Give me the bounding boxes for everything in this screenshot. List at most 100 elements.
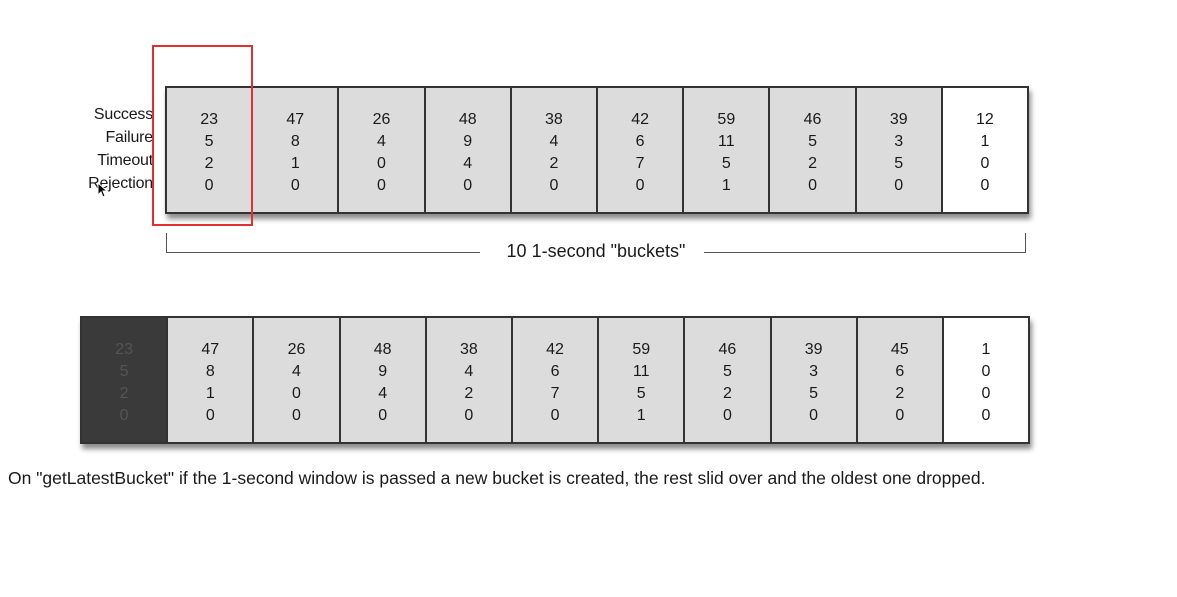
bucket-value: 23: [115, 341, 133, 358]
bucket-value: 2: [895, 385, 905, 402]
bucket-value: 39: [889, 111, 908, 128]
bucket-value: 4: [463, 155, 473, 172]
rolled-bucket: 26 4 0 0: [254, 318, 341, 442]
mouse-cursor-icon: [97, 182, 109, 198]
bucket-value: 0: [377, 177, 386, 194]
bucket-value: 0: [980, 177, 990, 194]
bucket-value: 8: [205, 363, 215, 380]
bucket-value: 0: [205, 407, 215, 424]
bucket-value: 45: [890, 341, 909, 358]
bucket-value: 2: [549, 155, 559, 172]
bucket-value: 2: [119, 385, 129, 402]
bucket-value: 0: [292, 385, 301, 402]
bucket-value: 5: [204, 133, 214, 150]
bracket-tick-left: [166, 233, 167, 253]
bucket-value: 42: [546, 341, 564, 358]
bracket-label: 10 1-second "buckets": [506, 241, 686, 261]
bucket-value: 4: [377, 133, 386, 150]
bucket-value: 47: [286, 111, 305, 128]
bucket-value: 1: [205, 385, 215, 402]
bucket-value: 1: [721, 177, 731, 194]
bucket-value: 0: [464, 407, 474, 424]
bucket-value: 7: [635, 155, 645, 172]
rolled-bucket: 45 6 2 0: [857, 318, 944, 442]
bucket-value: 0: [895, 407, 905, 424]
current-bucket: 48 9 4 0: [425, 88, 512, 212]
bucket-value: 1: [980, 133, 990, 150]
bracket-line-right: [704, 252, 1026, 253]
bucket-value: 0: [377, 155, 386, 172]
bucket-value: 1: [981, 341, 991, 358]
bucket-value: 0: [808, 177, 817, 194]
bucket-value: 48: [458, 111, 477, 128]
bucket-value: 5: [721, 155, 731, 172]
row-label-failure: Failure: [105, 129, 153, 146]
bucket-value: 9: [378, 363, 388, 380]
bucket-value: 0: [549, 177, 559, 194]
row-label-rejection: Rejection: [88, 175, 153, 192]
bucket-value: 4: [549, 133, 559, 150]
bucket-value: 0: [119, 407, 129, 424]
bucket-value: 4: [464, 363, 474, 380]
bucket-value: 12: [976, 111, 994, 128]
bucket-value: 6: [895, 363, 905, 380]
bucket-value: 9: [463, 133, 473, 150]
bucket-value: 59: [717, 111, 736, 128]
bucket-value: 5: [809, 385, 819, 402]
bucket-value: 1: [636, 407, 646, 424]
bucket-value: 0: [204, 177, 214, 194]
bucket-value: 7: [550, 385, 560, 402]
bucket-value: 0: [894, 177, 904, 194]
bucket-value: 0: [980, 155, 990, 172]
bucket-value: 4: [378, 385, 388, 402]
bucket-value: 26: [372, 111, 391, 128]
bucket-value: 0: [981, 385, 991, 402]
bucket-value: 26: [287, 341, 306, 358]
caption: On "getLatestBucket" if the 1-second win…: [8, 468, 986, 488]
bucket-value: 0: [550, 407, 560, 424]
bucket-value: 2: [204, 155, 214, 172]
bucket-value: 0: [292, 407, 301, 424]
current-bucket: 12 1 0 0: [942, 88, 1028, 212]
bucket-value: 3: [809, 363, 819, 380]
bucket-value: 39: [804, 341, 823, 358]
bucket-value: 5: [636, 385, 646, 402]
bucket-value: 5: [808, 133, 817, 150]
bucket-value: 38: [545, 111, 563, 128]
bucket-value: 0: [378, 407, 388, 424]
row-label-timeout: Timeout: [97, 152, 153, 169]
bucket-value: 11: [632, 363, 650, 380]
bucket-value: 48: [373, 341, 392, 358]
bucket-value: 23: [200, 111, 218, 128]
bucket-value: 46: [718, 341, 737, 358]
current-bucket: 59 11 5 1: [684, 88, 771, 212]
bucket-value: 11: [718, 133, 735, 150]
bucket-value: 6: [635, 133, 645, 150]
bucket-value: 42: [631, 111, 650, 128]
rolled-bucket: 48 9 4 0: [340, 318, 427, 442]
bucket-value: 2: [808, 155, 817, 172]
bucket-value: 0: [722, 407, 732, 424]
current-bucket: 42 6 7 0: [598, 88, 685, 212]
bucket-value: 0: [635, 177, 645, 194]
bracket-line-left: [166, 252, 480, 253]
bucket-value: 59: [632, 341, 651, 358]
bucket-value: 38: [459, 341, 478, 358]
oldest-bucket-highlight: [152, 45, 253, 226]
buckets-bracket: 10 1-second "buckets": [166, 233, 1026, 261]
bucket-value: 0: [463, 177, 473, 194]
bucket-value: 1: [290, 155, 300, 172]
bucket-value: 4: [292, 363, 301, 380]
rolled-bucket: 59 11 5 1: [599, 318, 686, 442]
bucket-value: 2: [464, 385, 474, 402]
bucket-value: 0: [981, 363, 991, 380]
